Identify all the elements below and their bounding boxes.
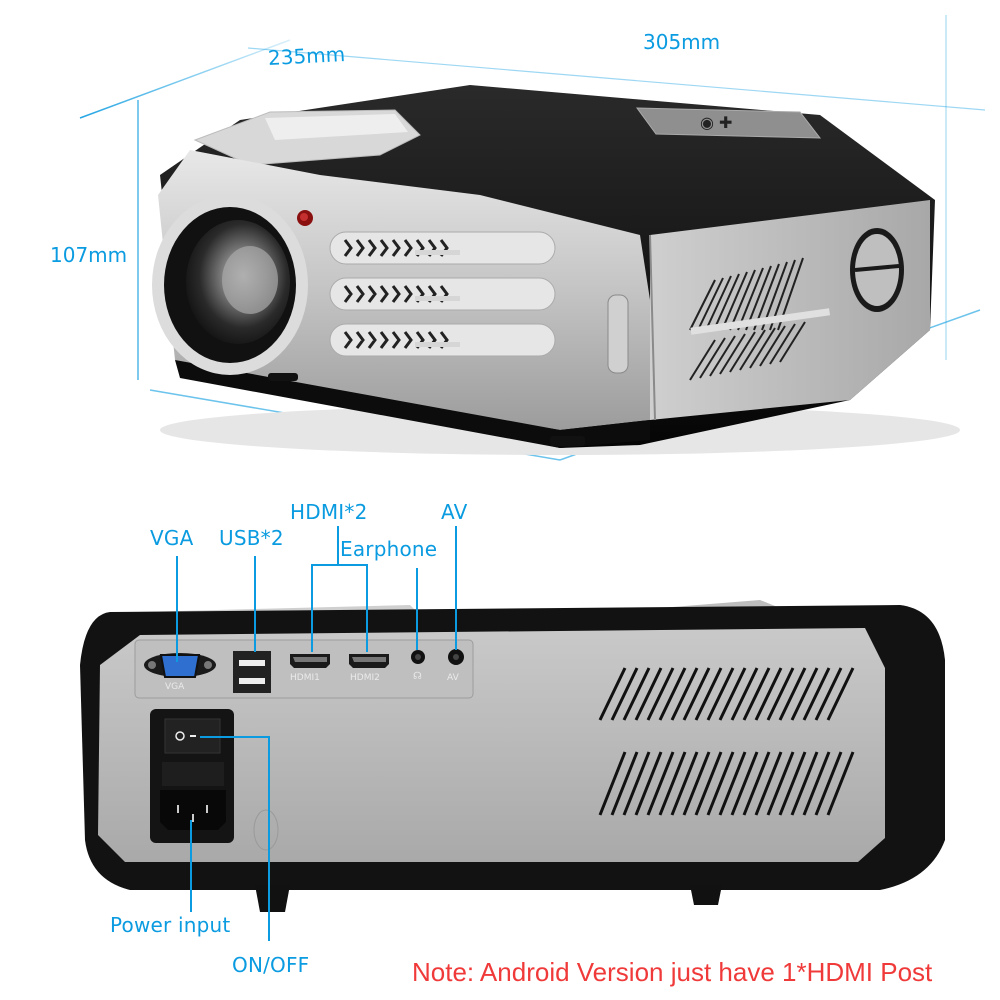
leader-av: [455, 526, 457, 650]
android-version-note: Note: Android Version just have 1*HDMI P…: [412, 957, 933, 987]
leader-hdmi-stem: [337, 526, 339, 566]
panel-label-hdmi1: HDMI1: [290, 673, 320, 683]
leader-usb: [254, 556, 256, 652]
panel-label-hdmi2: HDMI2: [350, 673, 380, 683]
callout-hdmi: HDMI*2: [290, 500, 368, 524]
leader-onoff-h: [200, 736, 270, 738]
panel-label-av: AV: [447, 673, 459, 683]
leader-earphone: [416, 568, 418, 650]
leader-vga: [176, 556, 178, 662]
vga-port: [144, 653, 216, 678]
rear-panel-view: VGA HDMI1 HDMI2 ☊ AV VGA USB*2 HDMI*2 Ea…: [0, 480, 1000, 1000]
dimension-width-label: 305mm: [643, 30, 721, 54]
headphone-icon: ☊: [413, 671, 422, 682]
callout-earphone: Earphone: [340, 537, 438, 561]
leader-hdmi2: [366, 564, 368, 652]
panel-label-vga: VGA: [165, 682, 185, 692]
callout-vga: VGA: [150, 526, 194, 550]
callout-av: AV: [441, 500, 468, 524]
projector-perspective-illustration: ◉ ✚: [79, 15, 986, 461]
projector-rear-illustration: [80, 600, 945, 912]
leader-onoff-v: [268, 736, 270, 941]
leader-hdmi-bar: [311, 564, 367, 566]
control-buttons-icon: ◉ ✚: [700, 113, 732, 132]
callout-power-input: Power input: [110, 913, 231, 937]
top-product-view: ◉ ✚: [0, 0, 1000, 480]
leader-hdmi1: [311, 564, 313, 652]
callout-usb: USB*2: [219, 526, 284, 550]
dimension-depth-label: 235mm: [267, 41, 346, 71]
callout-on-off: ON/OFF: [232, 953, 310, 977]
dimension-height-label: 107mm: [50, 243, 128, 267]
leader-power: [190, 820, 192, 912]
